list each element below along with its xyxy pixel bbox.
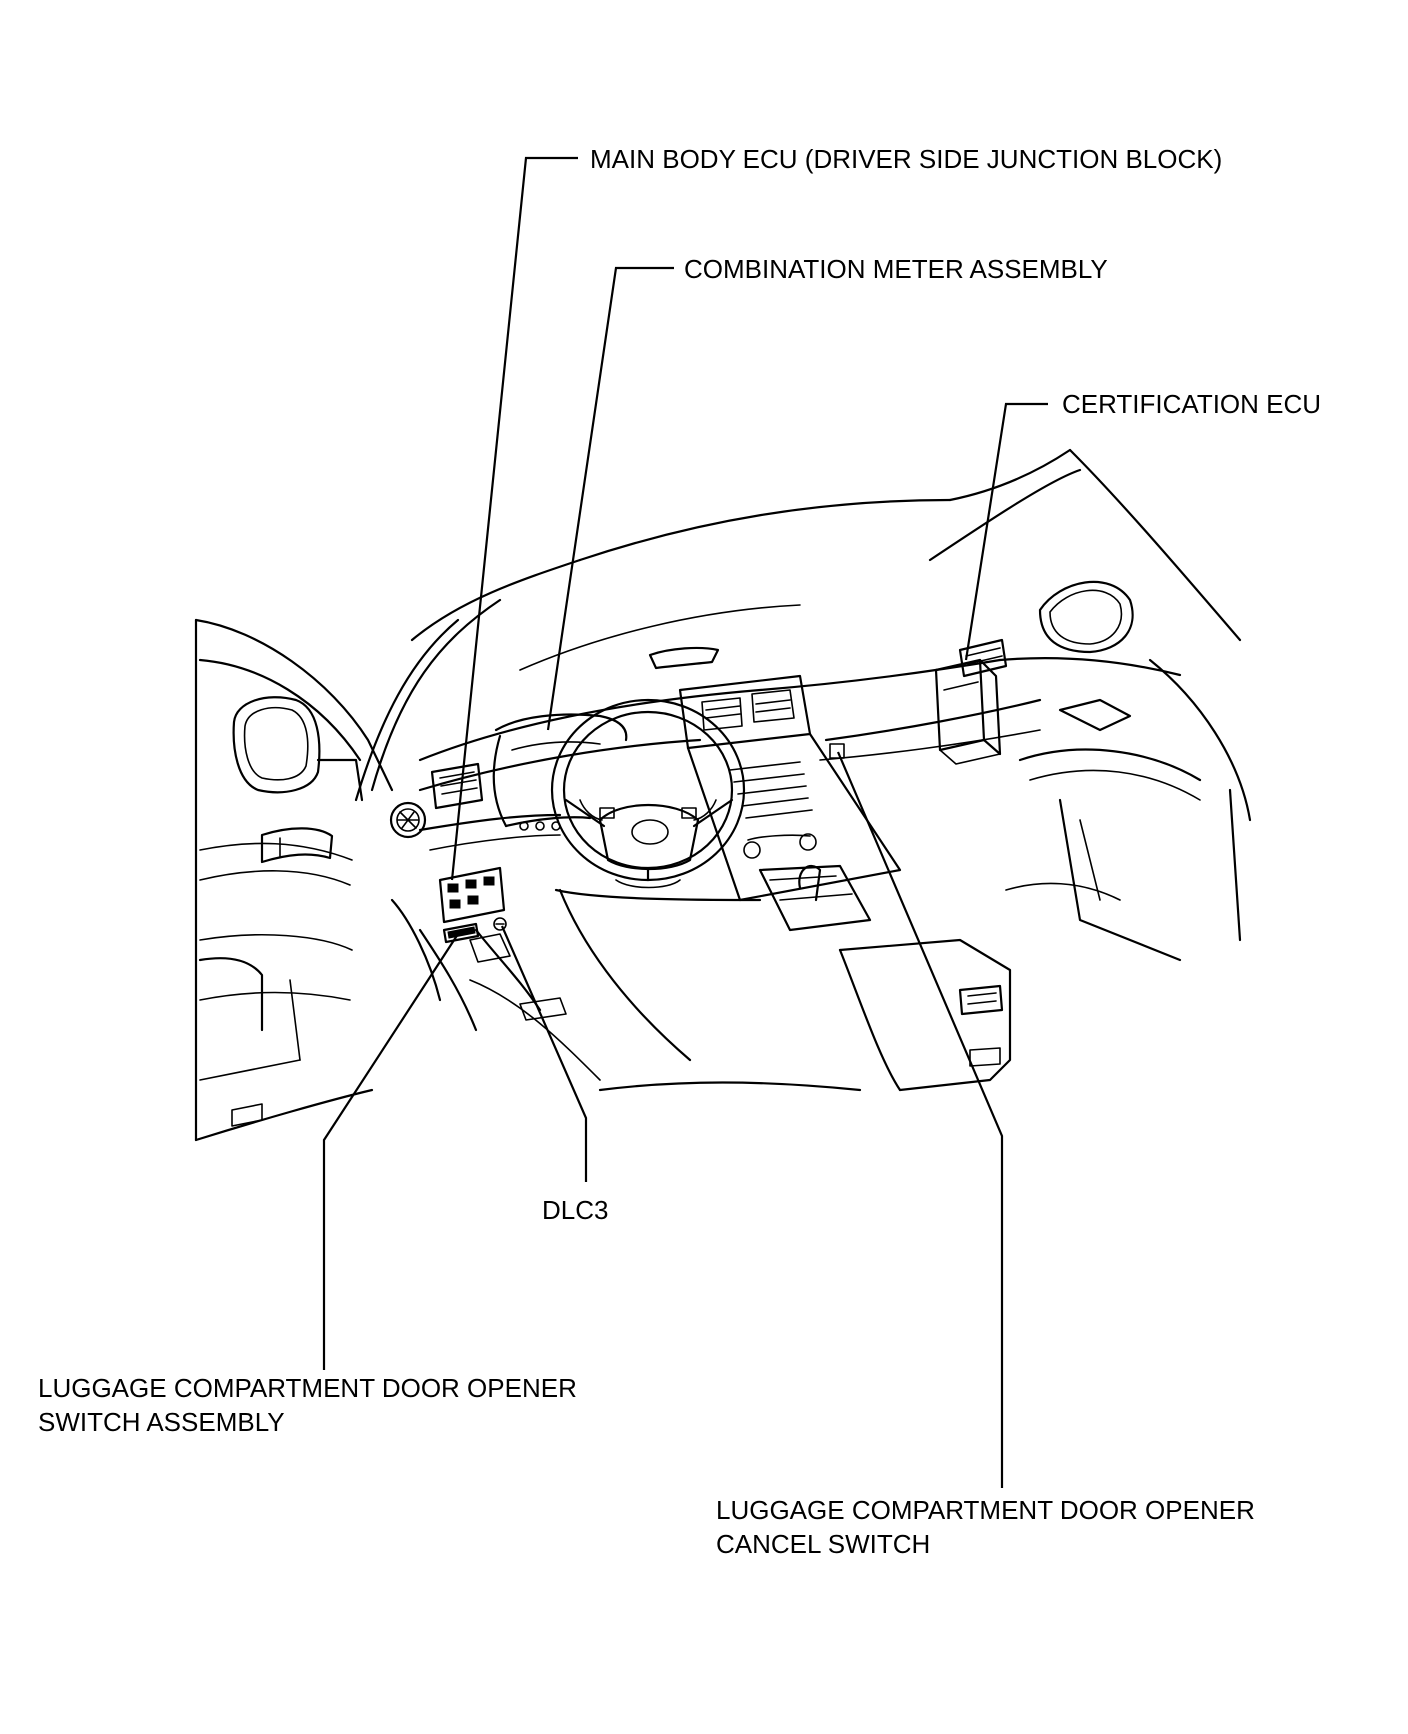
- lower-dash-switches: [438, 743, 845, 944]
- leader-dlc3: [500, 925, 588, 1182]
- label-dlc3: DLC3: [542, 1195, 609, 1225]
- floor-and-seats: [390, 888, 1012, 1092]
- steering-wheel: [550, 698, 746, 889]
- leader-luggage-switch: [322, 933, 459, 1370]
- label-luggage-switch-line1: LUGGAGE COMPARTMENT DOOR OPENER: [38, 1373, 577, 1403]
- label-luggage-cancel-line1: LUGGAGE COMPARTMENT DOOR OPENER: [716, 1495, 1255, 1525]
- leader-main-body-ecu: [450, 156, 578, 881]
- certification-ecu-box: [934, 658, 1002, 765]
- label-main-body-ecu: MAIN BODY ECU (DRIVER SIDE JUNCTION BLOC…: [590, 144, 1223, 174]
- right-door: [1005, 580, 1252, 962]
- label-combination-meter: COMBINATION METER ASSEMBLY: [684, 254, 1108, 284]
- label-luggage-cancel-line2: CANCEL SWITCH: [716, 1529, 931, 1559]
- leader-certification-ecu: [964, 402, 1048, 661]
- leader-combination-meter: [546, 266, 674, 731]
- windshield-frame: [354, 448, 1242, 802]
- label-luggage-switch-line2: SWITCH ASSEMBLY: [38, 1407, 285, 1437]
- left-door: [194, 618, 394, 1142]
- label-certification-ecu: CERTIFICATION ECU: [1062, 389, 1322, 419]
- leader-luggage-cancel: [836, 751, 1004, 1488]
- leader-lines: [322, 156, 1048, 1488]
- combination-meter: [492, 713, 628, 831]
- dashboard: [389, 638, 1182, 851]
- center-console: [678, 674, 902, 932]
